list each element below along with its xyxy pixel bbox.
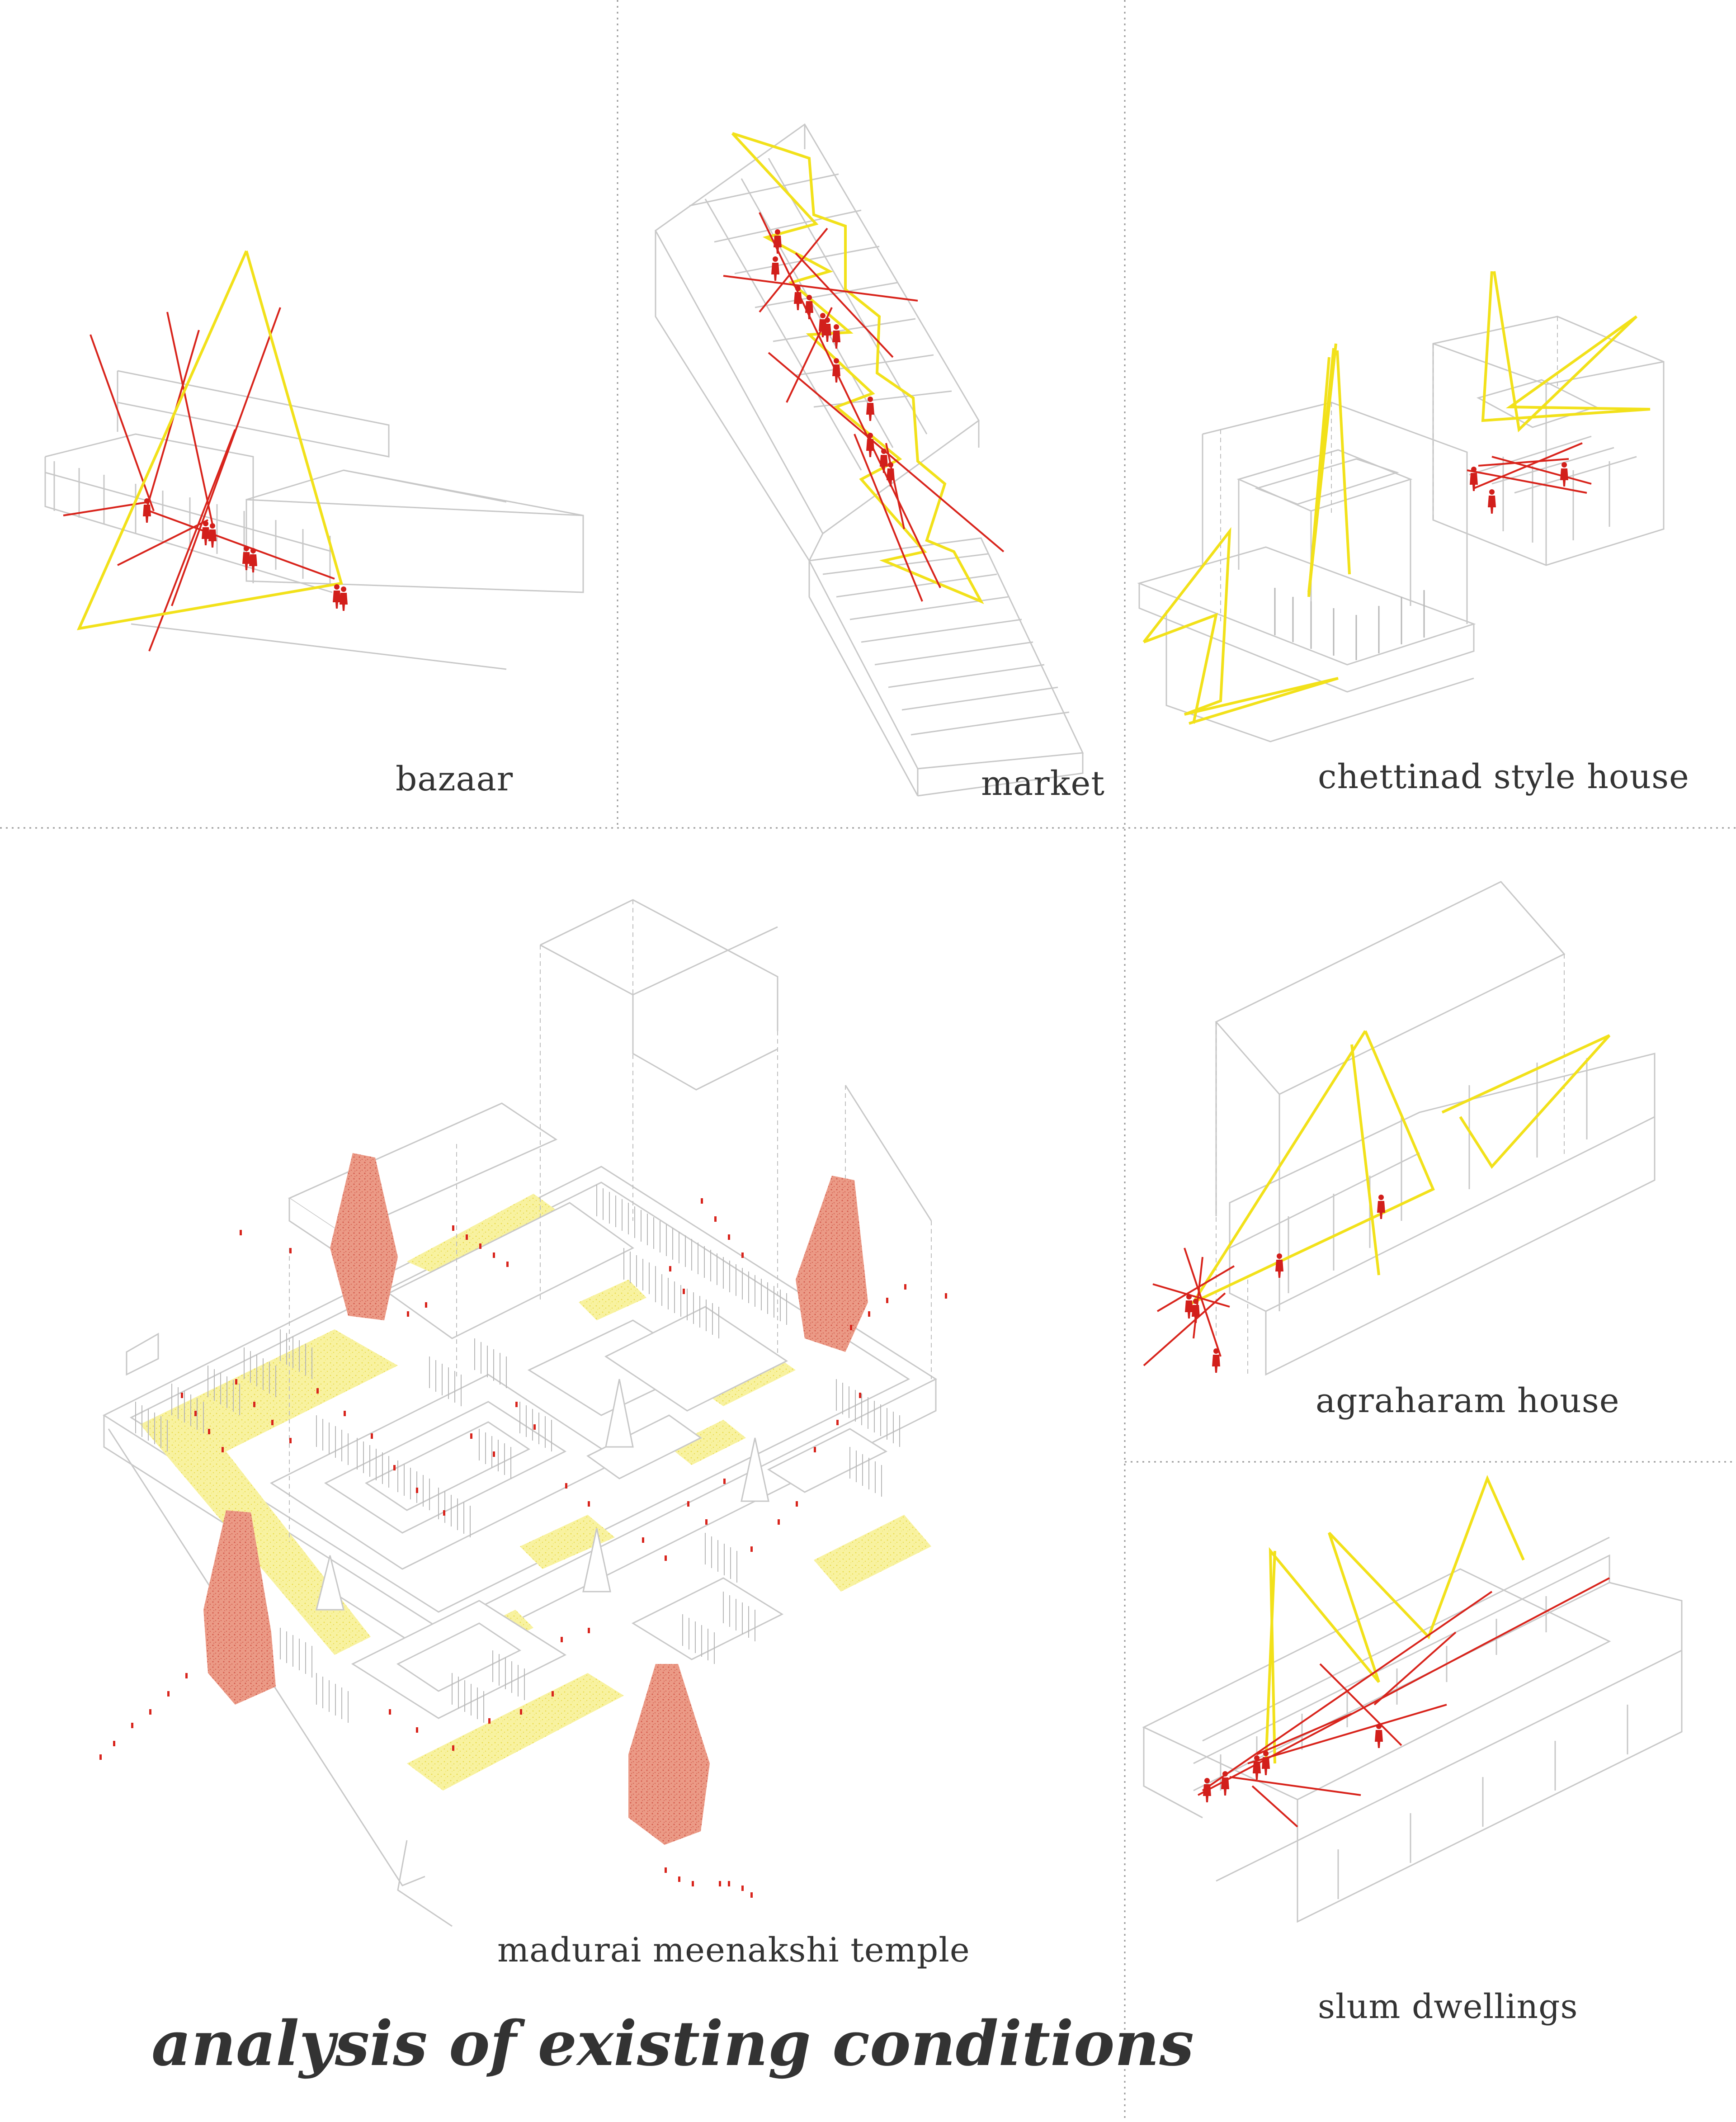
chettinad-axonometric: [1137, 271, 1665, 742]
bazaar-axonometric: [44, 250, 584, 670]
caption-agraharam: agraharam house: [1316, 1381, 1620, 1420]
caption-temple: madurai meenakshi temple: [497, 1931, 970, 1970]
temple-axonometric: [99, 899, 947, 1927]
caption-slum: slum dwellings: [1318, 1987, 1578, 2026]
bazaar-figures: [143, 498, 348, 611]
caption-market: market: [981, 764, 1105, 803]
market-axonometric: [655, 123, 1084, 797]
caption-bazaar: bazaar: [396, 760, 514, 799]
page-heading: analysis of existing conditions: [151, 2008, 1194, 2080]
slum-axonometric: [1142, 1475, 1683, 1923]
temple-gopurams: [203, 1153, 868, 1845]
temple-people: [99, 1198, 947, 1898]
caption-chettinad: chettinad style house: [1318, 757, 1689, 796]
agraharam-axonometric: [1143, 881, 1656, 1376]
